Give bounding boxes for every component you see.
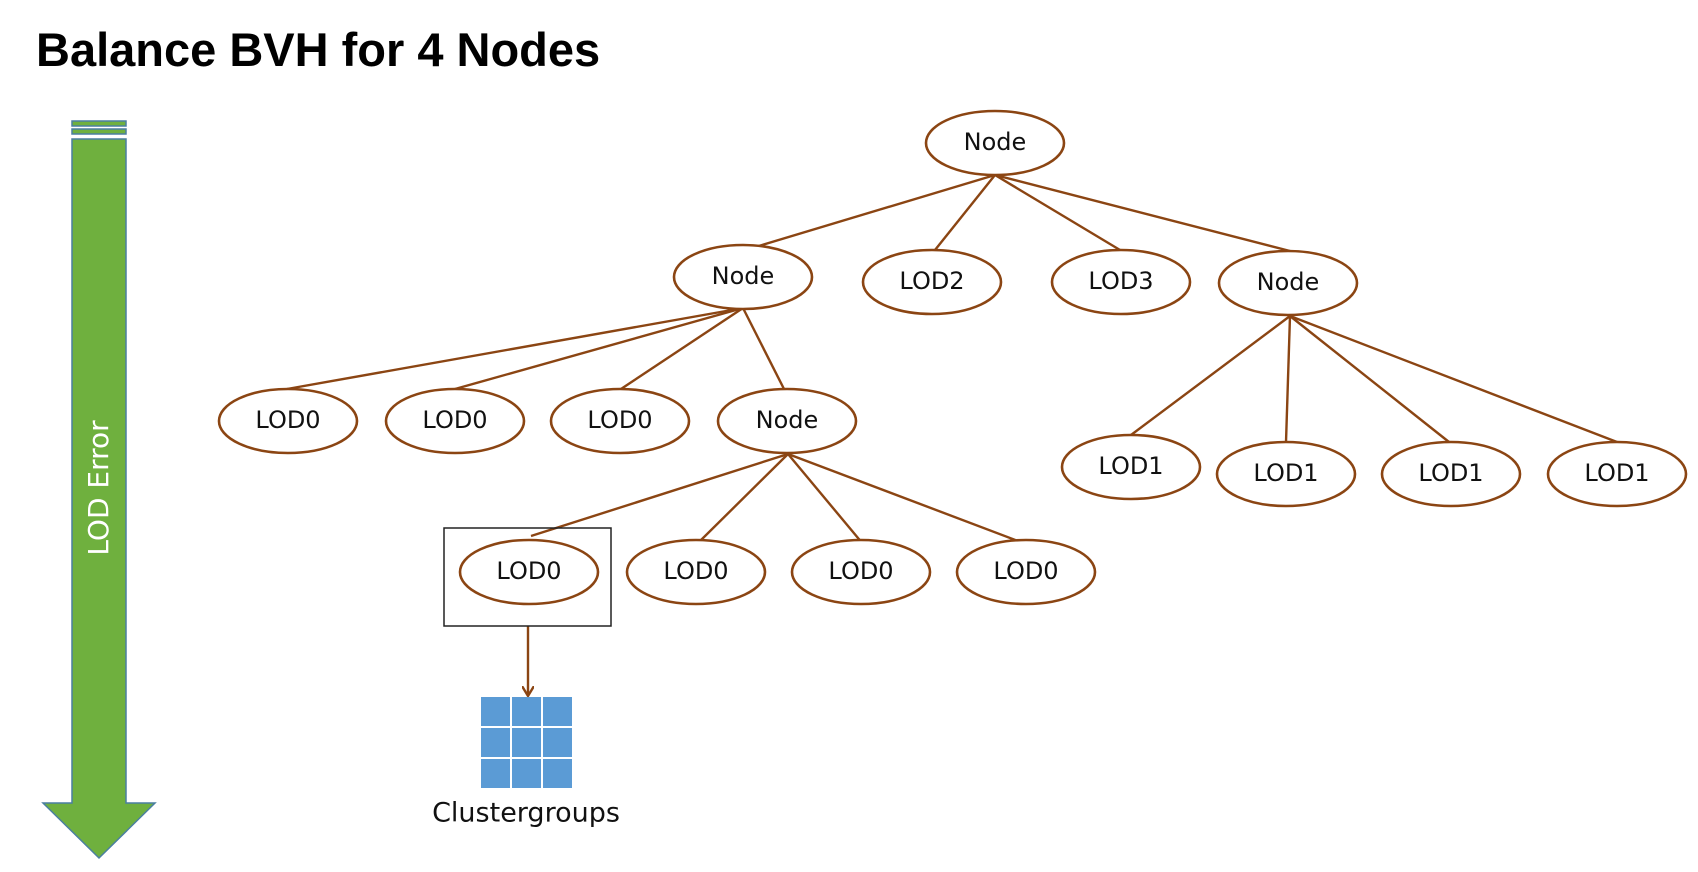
edge-inner-b0b: [696, 453, 789, 545]
edge-inner-b0c: [787, 453, 864, 545]
node-label: Node: [712, 262, 775, 290]
edge-midright-r1d: [1289, 314, 1618, 444]
node-b0-c: LOD0: [790, 538, 932, 606]
page-title: Balance BVH for 4 Nodes: [36, 23, 601, 76]
node-ellipse: [955, 538, 1097, 606]
node-ellipse: [1546, 440, 1688, 508]
node-label: LOD0: [422, 406, 487, 434]
node-ellipse: [924, 109, 1066, 177]
node-inner: Node: [716, 387, 858, 455]
node-ellipse: [549, 387, 691, 455]
edge-midright-r1b: [1284, 315, 1292, 443]
node-label: Node: [964, 128, 1027, 156]
grid-cell: [543, 759, 572, 788]
tree-edges: [286, 173, 1618, 695]
node-r1-c: LOD1: [1380, 440, 1522, 508]
node-label: LOD0: [496, 557, 561, 585]
node-ellipse: [672, 243, 814, 311]
node-ellipse: [861, 248, 1003, 316]
node-ellipse: [790, 538, 932, 606]
node-ellipse: [1060, 433, 1202, 501]
node-root: Node: [924, 109, 1066, 177]
edge-inner-b0a: [530, 452, 789, 538]
node-label: LOD2: [899, 267, 964, 295]
node-label: LOD0: [255, 406, 320, 434]
grid-cell: [543, 728, 572, 757]
node-mid-right: Node: [1217, 249, 1359, 317]
grid-cell: [481, 728, 510, 757]
axis-stripe-1: [71, 120, 127, 127]
node-label: LOD0: [587, 406, 652, 434]
clustergroups-label: Clustergroups: [432, 798, 620, 829]
node-ellipse: [384, 387, 526, 455]
node-r1-d: LOD1: [1546, 440, 1688, 508]
node-label: LOD0: [663, 557, 728, 585]
node-ellipse: [1050, 248, 1192, 316]
grid-cell: [512, 728, 541, 757]
node-ellipse: [1215, 440, 1357, 508]
node-mid-left: Node: [672, 243, 814, 311]
edge-inner-b0d: [787, 452, 1027, 546]
node-l0-c: LOD0: [549, 387, 691, 455]
node-lod3: LOD3: [1050, 248, 1192, 316]
node-label: LOD1: [1253, 459, 1318, 487]
node-ellipse: [217, 387, 359, 455]
node-lod2: LOD2: [861, 248, 1003, 316]
node-ellipse: [1217, 249, 1359, 317]
node-label: LOD0: [828, 557, 893, 585]
edge-midleft-l0a: [286, 306, 744, 391]
node-label: Node: [1257, 268, 1320, 296]
node-b0-d: LOD0: [955, 538, 1097, 606]
grid-cell: [543, 697, 572, 726]
axis-arrow-shape: [41, 138, 157, 860]
edge-root-midleft: [741, 173, 996, 253]
node-l0-b: LOD0: [384, 387, 526, 455]
node-b0-b: LOD0: [625, 538, 767, 606]
node-label: LOD3: [1088, 267, 1153, 295]
edge-midright-r1a: [1130, 315, 1291, 436]
node-label: LOD1: [1584, 459, 1649, 487]
node-label: LOD0: [993, 557, 1058, 585]
node-r1-a: LOD1: [1060, 433, 1202, 501]
grid-cell: [481, 759, 510, 788]
node-label: LOD1: [1098, 452, 1163, 480]
cluster-grid-icon: [481, 697, 572, 788]
node-l0-a: LOD0: [217, 387, 359, 455]
grid-cell: [481, 697, 510, 726]
edge-midleft-l0b: [454, 306, 744, 391]
lod-error-axis: LOD Error: [41, 120, 157, 860]
tree-nodes: Node Node LOD2 LOD3 Node LOD0 LOD0 LOD: [217, 109, 1688, 606]
node-ellipse: [1380, 440, 1522, 508]
edge-root-midright: [994, 173, 1291, 253]
edge-root-lod3: [994, 173, 1121, 252]
node-label: Node: [756, 406, 819, 434]
node-label: LOD1: [1418, 459, 1483, 487]
axis-stripe-2: [71, 128, 127, 135]
node-ellipse: [458, 538, 600, 606]
node-ellipse: [625, 538, 767, 606]
edge-midright-r1c: [1289, 315, 1450, 443]
grid-cell: [512, 759, 541, 788]
grid-cell: [512, 697, 541, 726]
node-r1-b: LOD1: [1215, 440, 1357, 508]
node-b0-a: LOD0: [458, 538, 600, 606]
edge-midleft-l0c: [620, 307, 744, 390]
selection-box: [443, 527, 612, 627]
node-ellipse: [716, 387, 858, 455]
axis-label: LOD Error: [82, 420, 115, 556]
edge-root-lod2: [934, 174, 996, 251]
edge-midleft-inner: [741, 307, 786, 390]
